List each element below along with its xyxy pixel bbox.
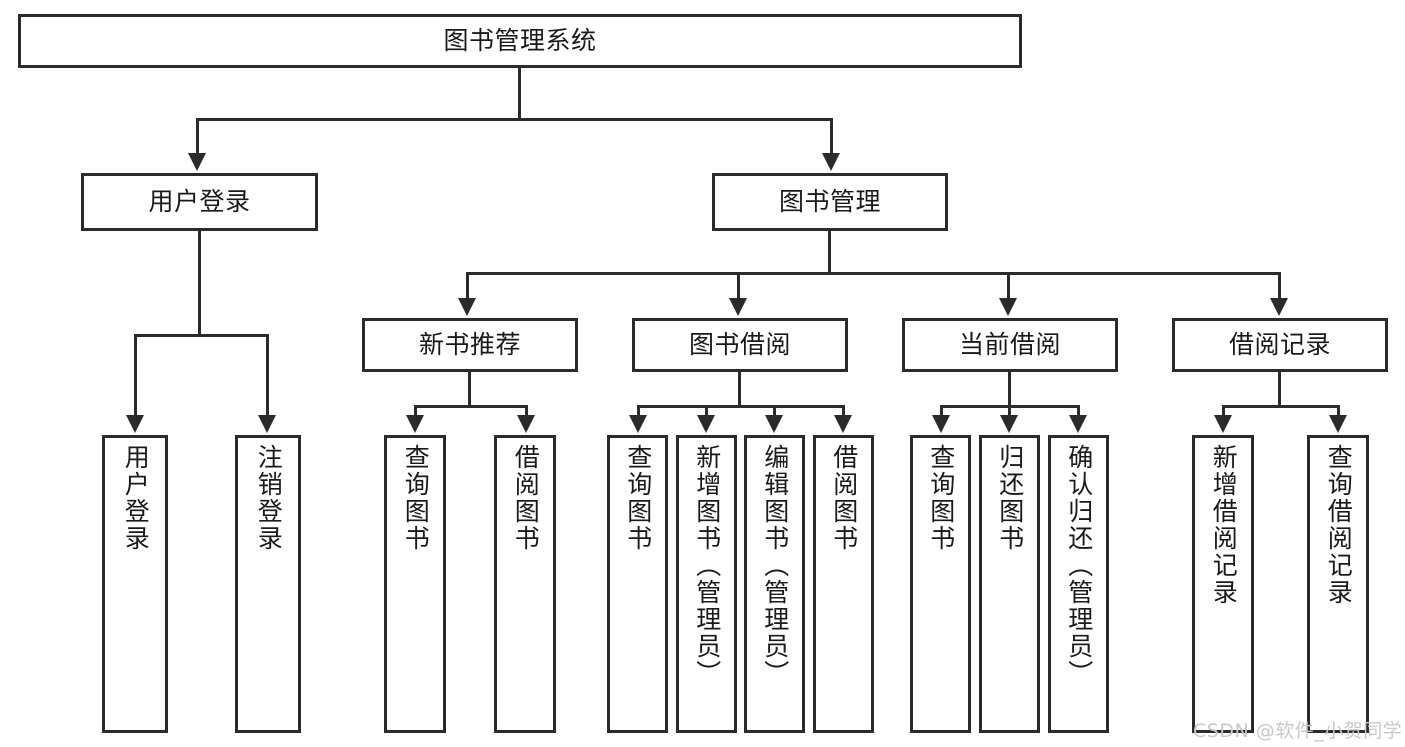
arrowhead-book-borrow-leaf-2	[697, 415, 715, 433]
connector-current-borrow-drop-2	[1008, 405, 1011, 417]
connector-root-bus	[196, 118, 833, 121]
connector-current-borrow-drop-1	[940, 405, 943, 417]
arrowhead-current-borrow-leaf-3	[1069, 415, 1087, 433]
node-label: 借阅记录	[1228, 330, 1331, 360]
connector-book-borrow-bus	[637, 405, 845, 408]
connector-current-borrow-drop-3	[1077, 405, 1080, 417]
leaf-current-borrow-confirm-return[interactable]: 确认归还（管理员）	[1048, 435, 1109, 733]
node-label: 新增借阅记录	[1209, 444, 1239, 606]
watermark-text: CSDN @软件_小贺同学	[1193, 720, 1403, 742]
arrowhead-book-borrow-leaf-4	[834, 415, 852, 433]
node-label: 借阅图书	[511, 444, 541, 552]
connector-borrow-record-drop-2	[1337, 405, 1340, 417]
arrowhead-new-book-leaf-1	[406, 415, 424, 433]
arrowhead-book-borrow-leaf-3	[765, 415, 783, 433]
connector-level3-bus	[466, 272, 1281, 275]
node-label: 查询图书	[623, 444, 653, 552]
connector-user-login-stem	[198, 231, 201, 334]
connector-borrow-record-bus	[1222, 405, 1340, 408]
connector-to-borrow-record	[1278, 272, 1281, 300]
node-label: 新增图书（管理员）	[692, 444, 722, 687]
arrowhead-to-current-borrow	[999, 298, 1017, 316]
arrowhead-user-login-leaf-1	[126, 415, 144, 433]
connector-root-to-user-login	[196, 118, 199, 155]
connector-root-stem	[518, 68, 521, 118]
node-label: 图书借阅	[688, 330, 791, 360]
connector-new-book-stem	[468, 372, 471, 405]
leaf-user-login-login[interactable]: 用户登录	[102, 435, 168, 733]
node-borrow-record[interactable]: 借阅记录	[1172, 318, 1388, 372]
node-new-book-recommend[interactable]: 新书推荐	[362, 318, 578, 372]
connector-book-borrow-drop-1	[637, 405, 640, 417]
arrowhead-user-login-leaf-2	[258, 415, 276, 433]
connector-user-login-drop-1	[134, 334, 137, 417]
connector-borrow-record-stem	[1278, 372, 1281, 405]
connector-book-borrow-drop-2	[705, 405, 708, 417]
connector-new-book-drop-2	[525, 405, 528, 417]
node-label: 借阅图书	[829, 444, 859, 552]
leaf-book-borrow-add[interactable]: 新增图书（管理员）	[676, 435, 737, 733]
node-label: 新书推荐	[418, 330, 521, 360]
node-current-borrow[interactable]: 当前借阅	[902, 318, 1118, 372]
connector-new-book-drop-1	[414, 405, 417, 417]
arrowhead-to-borrow-record	[1270, 298, 1288, 316]
node-label: 图书管理系统	[443, 26, 597, 56]
connector-user-login-bus	[134, 334, 269, 337]
leaf-book-borrow-borrow[interactable]: 借阅图书	[813, 435, 874, 733]
leaf-current-borrow-query[interactable]: 查询图书	[910, 435, 971, 733]
connector-root-to-book-manage	[830, 118, 833, 155]
leaf-new-book-borrow[interactable]: 借阅图书	[494, 435, 556, 733]
leaf-book-borrow-edit[interactable]: 编辑图书（管理员）	[744, 435, 805, 733]
connector-user-login-drop-2	[266, 334, 269, 417]
connector-current-borrow-stem	[1008, 372, 1011, 405]
node-user-login[interactable]: 用户登录	[81, 173, 318, 231]
node-book-management[interactable]: 图书管理	[712, 173, 948, 231]
connector-book-borrow-drop-4	[842, 405, 845, 417]
node-label: 查询图书	[926, 444, 956, 552]
connector-book-borrow-stem	[738, 372, 741, 405]
node-label: 当前借阅	[958, 330, 1061, 360]
connector-to-new-book	[466, 272, 469, 300]
arrowhead-book-borrow-leaf-1	[629, 415, 647, 433]
connector-new-book-bus	[414, 405, 528, 408]
leaf-borrow-record-add[interactable]: 新增借阅记录	[1192, 435, 1254, 733]
node-label: 用户登录	[121, 444, 151, 552]
node-label: 注销登录	[254, 444, 284, 552]
node-label: 查询借阅记录	[1324, 444, 1354, 606]
connector-book-borrow-drop-3	[773, 405, 776, 417]
node-label: 确认归还（管理员）	[1064, 444, 1094, 687]
node-label: 归还图书	[995, 444, 1025, 552]
arrowhead-borrow-record-leaf-1	[1214, 415, 1232, 433]
node-book-borrow[interactable]: 图书借阅	[632, 318, 848, 372]
node-label: 查询图书	[401, 444, 431, 552]
leaf-borrow-record-query[interactable]: 查询借阅记录	[1307, 435, 1369, 733]
leaf-book-borrow-query[interactable]: 查询图书	[607, 435, 668, 733]
connector-borrow-record-drop-1	[1222, 405, 1225, 417]
connector-to-book-borrow	[737, 272, 740, 300]
arrowhead-to-book-borrow	[729, 298, 747, 316]
leaf-current-borrow-return[interactable]: 归还图书	[979, 435, 1040, 733]
arrowhead-to-new-book	[458, 298, 476, 316]
connector-book-manage-stem	[828, 231, 831, 272]
arrowhead-new-book-leaf-2	[517, 415, 535, 433]
node-label: 图书管理	[778, 187, 881, 217]
arrowhead-to-book-manage	[822, 153, 840, 171]
node-label: 用户登录	[148, 187, 251, 217]
arrowhead-current-borrow-leaf-1	[932, 415, 950, 433]
node-root-system[interactable]: 图书管理系统	[18, 14, 1022, 68]
leaf-new-book-query[interactable]: 查询图书	[384, 435, 446, 733]
leaf-user-login-logout[interactable]: 注销登录	[235, 435, 301, 733]
arrowhead-borrow-record-leaf-2	[1329, 415, 1347, 433]
connector-to-current-borrow	[1007, 272, 1010, 300]
arrowhead-current-borrow-leaf-2	[1000, 415, 1018, 433]
arrowhead-to-user-login	[188, 153, 206, 171]
node-label: 编辑图书（管理员）	[760, 444, 790, 687]
